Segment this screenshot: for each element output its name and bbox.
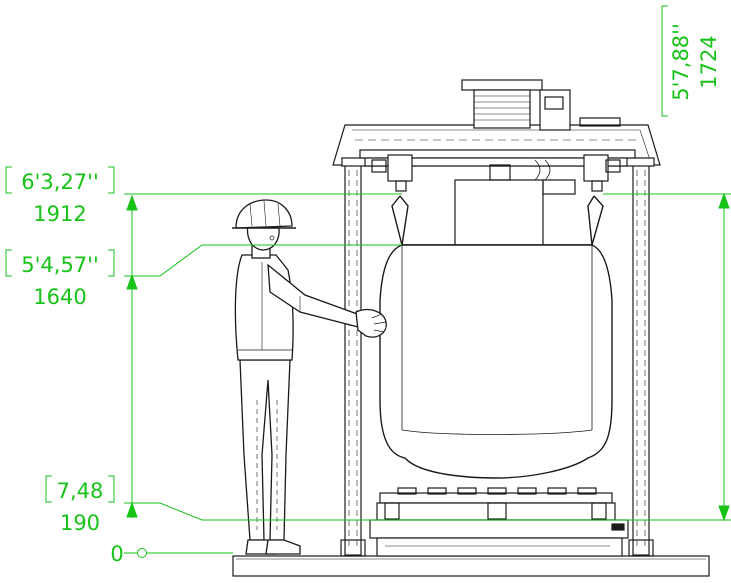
dim-right-imperial: 5'7,88'' <box>669 23 693 100</box>
dimension-lines <box>124 5 731 558</box>
leader-line-bottom <box>124 502 731 521</box>
leader-line-bag <box>124 244 402 277</box>
dim-bag-metric: 1640 <box>33 285 86 309</box>
right-label-bracket <box>661 5 668 117</box>
dimension-labels: 6'3,27'' 1912 5'4,57'' 1640 7,48 190 0 5… <box>21 23 721 566</box>
origin-marker-icon <box>137 548 147 558</box>
arrow-down-icon <box>718 505 730 522</box>
dim-bag-imperial: 5'4,57'' <box>21 253 98 277</box>
dim-top-metric: 1912 <box>33 202 86 226</box>
dim-top-imperial: 6'3,27'' <box>21 170 98 194</box>
frame-icon <box>232 79 710 577</box>
dim-bottom-metric: 190 <box>60 511 100 535</box>
dim-zero: 0 <box>110 542 123 566</box>
arrow-up-icon <box>126 501 138 518</box>
arrow-up-icon <box>126 194 138 211</box>
bag-icon <box>379 195 613 479</box>
person-icon <box>232 199 387 555</box>
arrow-up-icon <box>126 273 138 290</box>
dim-right-metric: 1724 <box>697 35 721 88</box>
arrow-up-icon <box>718 192 730 209</box>
label-brackets <box>5 166 115 503</box>
dim-bottom-imperial: 7,48 <box>57 479 104 503</box>
